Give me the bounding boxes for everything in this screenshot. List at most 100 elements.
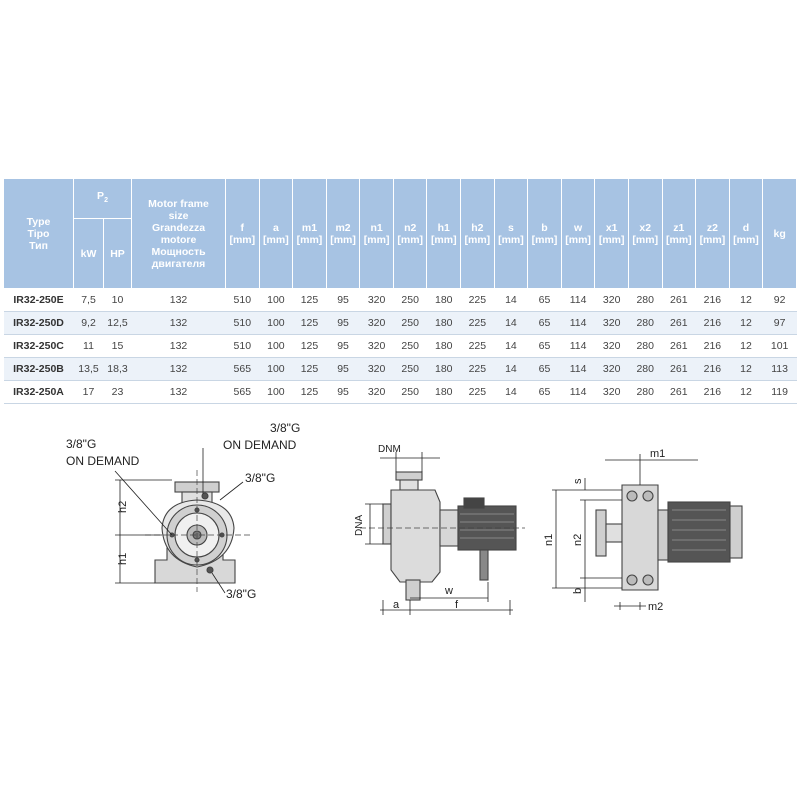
value-cell: 261 [662,380,696,404]
value-cell: 65 [527,357,562,381]
col-z1: z1[mm] [661,178,697,289]
value-cell: 100 [259,380,293,404]
dim-dna-label: DNA [354,515,365,536]
value-cell: 14 [494,334,528,358]
dim-m2-label: m2 [648,601,663,613]
col-kg: kg [762,178,797,289]
value-cell: 18,3 [103,357,132,381]
value-cell: 12 [729,311,763,335]
value-cell: 113 [762,357,797,381]
value-cell: 225 [460,357,495,381]
value-cell: 216 [695,334,730,358]
value-cell: 14 [494,357,528,381]
value-cell: 15 [103,334,132,358]
col-n1: n1[mm] [359,178,394,289]
value-cell: 114 [561,380,595,404]
value-cell: 132 [131,380,226,404]
value-cell: 95 [326,334,360,358]
connection-label-1: 3/8"G [66,437,96,451]
top-view-drawing: m1 s n1 n2 b m2 [543,448,743,613]
value-cell: 180 [426,288,461,312]
value-cell: 14 [494,311,528,335]
value-cell: 14 [494,380,528,404]
value-cell: 114 [561,334,595,358]
value-cell: 92 [762,288,797,312]
value-cell: 261 [662,311,696,335]
col-x1: x1[mm] [594,178,629,289]
value-cell: 125 [292,288,327,312]
value-cell: 125 [292,334,327,358]
value-cell: 125 [292,380,327,404]
value-cell: 101 [762,334,797,358]
dim-m1-label: m1 [650,448,665,460]
value-cell: 95 [326,380,360,404]
value-cell: 261 [662,288,696,312]
col-a: a[mm] [258,178,294,289]
dim-h2-label: h2 [117,501,129,513]
type-cell: IR32-250A [3,380,74,404]
value-cell: 250 [393,357,427,381]
value-cell: 95 [326,288,360,312]
value-cell: 65 [527,334,562,358]
value-cell: 114 [561,311,595,335]
value-cell: 225 [460,334,495,358]
col-type: Type Tipo Тип [3,178,74,289]
value-cell: 216 [695,357,730,381]
value-cell: 216 [695,311,730,335]
value-cell: 125 [292,311,327,335]
value-cell: 100 [259,357,293,381]
value-cell: 180 [426,380,461,404]
value-cell: 114 [561,357,595,381]
value-cell: 180 [426,311,461,335]
value-cell: 12 [729,357,763,381]
col-x2: x2[mm] [627,178,663,289]
value-cell: 9,2 [73,311,104,335]
type-cell: IR32-250E [3,288,74,312]
col-s: s[mm] [493,178,529,289]
value-cell: 10 [103,288,132,312]
value-cell: 565 [225,380,260,404]
value-cell: 119 [762,380,797,404]
col-n2: n2[mm] [392,178,428,289]
value-cell: 100 [259,288,293,312]
connection-label-4: 3/8"G [226,587,256,601]
dim-b-label: b [572,588,584,594]
value-cell: 95 [326,357,360,381]
col-z2: z2[mm] [695,178,730,289]
value-cell: 320 [359,311,394,335]
value-cell: 320 [359,357,394,381]
value-cell: 65 [527,311,562,335]
value-cell: 280 [628,288,663,312]
dimensions-table: Type Tipo Тип P2 Motor frame size Grande… [3,178,797,404]
value-cell: 12,5 [103,311,132,335]
col-f: f[mm] [225,178,260,289]
value-cell: 320 [594,311,629,335]
value-cell: 12 [729,334,763,358]
value-cell: 510 [225,288,260,312]
value-cell: 280 [628,334,663,358]
value-cell: 280 [628,311,663,335]
value-cell: 180 [426,334,461,358]
value-cell: 95 [326,311,360,335]
type-cell: IR32-250B [3,357,74,381]
value-cell: 225 [460,311,495,335]
type-cell: IR32-250D [3,311,74,335]
value-cell: 216 [695,380,730,404]
value-cell: 97 [762,311,797,335]
value-cell: 132 [131,288,226,312]
value-cell: 11 [73,334,104,358]
col-motor: Motor frame size Grandezza motore Мощнос… [131,178,227,289]
col-p2: P2 [72,178,133,219]
front-view-drawing: 3/8"G ON DEMAND 3/8"G ON DEMAND 3/8"G 3/… [66,421,300,601]
value-cell: 216 [695,288,730,312]
value-cell: 510 [225,311,260,335]
value-cell: 250 [393,380,427,404]
value-cell: 250 [393,334,427,358]
col-kw: kW [73,218,104,289]
value-cell: 250 [393,288,427,312]
dim-h1-label: h1 [117,553,129,565]
value-cell: 320 [594,288,629,312]
